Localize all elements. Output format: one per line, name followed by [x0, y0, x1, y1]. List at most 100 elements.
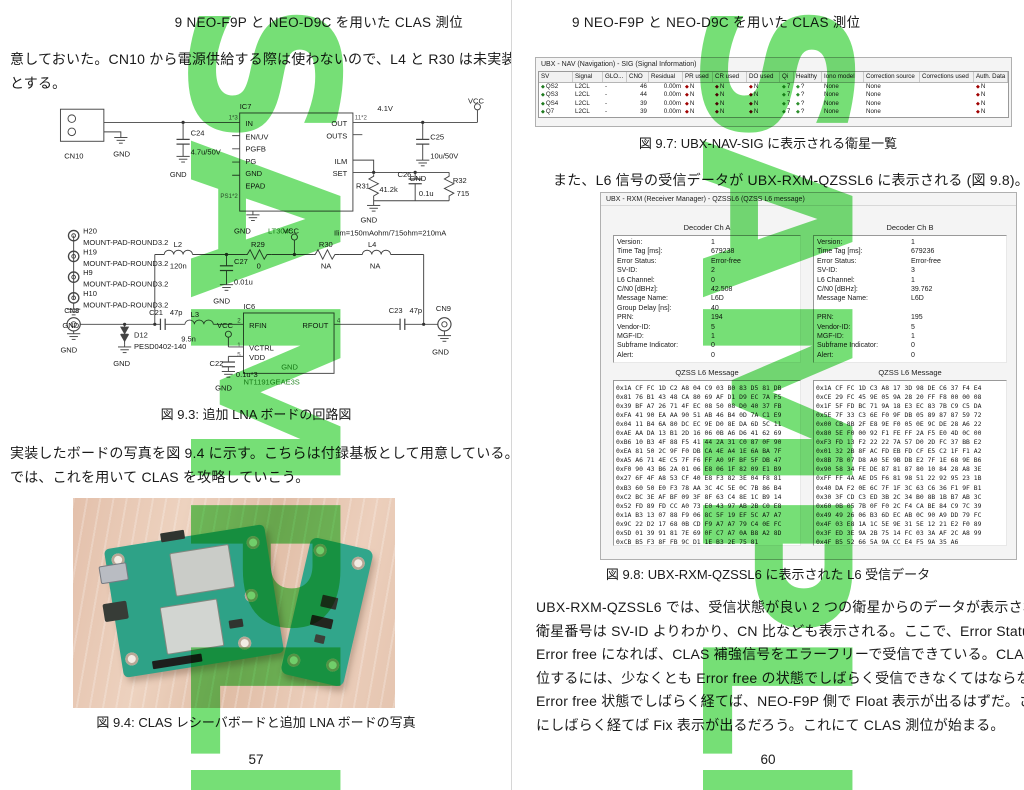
hex-line: 0x81 76 B1 43 48 CA 80 69 AF D1 D9 EC 7A…: [616, 393, 782, 402]
hex-line: 0x3F ED 3E 9A 2B 75 14 FC 03 3A AF 2C A8…: [816, 528, 982, 537]
corrections-used-cell: [920, 108, 974, 116]
column-header: Correction source: [864, 72, 920, 82]
hex-line: 0x1A CF FC 1D C3 A8 17 3D 98 DE C6 37 F4…: [816, 384, 982, 392]
schematic-label: R30: [319, 240, 333, 249]
usb-connector: [98, 562, 129, 585]
hex-line: 0x60 0B 05 7B 0F F0 2C F4 CA BE 84 C9 7C…: [816, 501, 982, 510]
column-header: SV: [539, 72, 573, 82]
column-header: PR used: [683, 72, 713, 82]
schematic-label: MOUNT-PAD-ROUND3.2: [83, 300, 168, 309]
lna-ic: [320, 594, 339, 610]
decoder-field-row: Group Delay [ns]:40: [614, 304, 800, 313]
field-value: 3: [911, 267, 915, 275]
decoder-field-row: Error Status:Error-free: [814, 257, 1006, 266]
schematic-label: GND: [245, 169, 262, 178]
decoder-field-row: Vendor-ID: 5: [614, 323, 800, 332]
decoder-field-row: C/N0 [dBHz]:42.508: [614, 285, 800, 294]
figure-9-4-caption: 図 9.4: CLAS レシーバボードと追加 LNA ボードの写真: [96, 715, 416, 730]
field-label: L6 Channel:: [817, 276, 855, 284]
schematic-label: R31: [356, 181, 370, 190]
schematic-label: CN10: [64, 151, 83, 160]
text-line: 衛星番号は SV-ID よりわかり、CN 比なども表示される。ここで、Error…: [536, 622, 1024, 639]
schematic-label: 4.1V: [377, 104, 393, 113]
signal-cell: L2CL: [575, 83, 590, 90]
hex-line: 0x1A B3 13 07 88 F9 06 8C 5F 19 EF 5C A7…: [616, 510, 782, 519]
schematic-label: 47p: [170, 308, 183, 317]
schematic-label: IC7: [240, 102, 252, 111]
hex-line: 0xAE AA DA 13 B1 2D 16 06 0B A6 D6 41 62…: [616, 429, 782, 438]
field-value: L6D: [911, 295, 924, 303]
status-dot-icon: ◆: [976, 100, 980, 107]
pr-used-cell: ◆N: [685, 83, 695, 90]
hex-line: 0xB3 60 50 E0 F3 78 AA 3C 4C 5E 0C 7B 86…: [616, 483, 782, 492]
glonass-cell: -: [605, 99, 608, 107]
schematic-label: 10u/50V: [430, 151, 458, 160]
text-line: 意しておいた。CN10 から電源供給する際は使わないので、L4 と R30 は未…: [10, 51, 512, 67]
sv-cell: ◆QS4: [541, 99, 559, 107]
sv-dot-icon: ◆: [541, 92, 545, 99]
schematic-label: H20: [83, 227, 97, 236]
field-label: Group Delay [ns]:: [617, 304, 672, 312]
satellite-row: ◆QS3 L2CL - 44 0.00m ◆N ◆N ◆N ◆7 ◆? None…: [539, 91, 1008, 99]
hex-line: 0x27 6F 4F A8 53 CF 40 E8 F3 82 3E 04 F8…: [616, 474, 782, 483]
status-dot-icon: ◆: [796, 109, 800, 116]
status-dot-icon: ◆: [796, 100, 800, 107]
text-line: では、これを用いて CLAS を攻略していこう。: [10, 469, 310, 485]
sv-dot-icon: ◆: [541, 100, 545, 107]
decoder-field-row: Version:1: [614, 238, 800, 247]
correction-source-cell: None: [866, 91, 881, 99]
field-label: Version:: [617, 239, 643, 246]
cr-used-cell: ◆N: [715, 83, 725, 90]
column-header: GLO...: [603, 72, 627, 82]
schematic-label: PESD0402-140: [134, 342, 186, 351]
decoder-field-row: MGF-ID:1: [814, 332, 1006, 341]
schematic-label: GND: [170, 170, 187, 179]
signal-cell: L2CL: [575, 108, 590, 116]
schematic-wires-bottom: [73, 235, 445, 372]
do-used-cell: ◆N: [749, 108, 759, 116]
field-label: Message Name:: [817, 295, 868, 303]
residual-cell: 0.00m: [663, 83, 681, 90]
qi-cell: ◆7: [782, 99, 791, 107]
decoder-field-row: Subframe Indicator:0: [814, 341, 1006, 350]
text-line: にしばらく経てば Fix 表示が出るだろう。これにて CLAS 測位が始まる。: [536, 716, 1005, 733]
ic7-lt3045: [239, 112, 354, 212]
schematic-label: NT1191GEAE3S: [243, 378, 299, 387]
status-dot-icon: ◆: [749, 109, 753, 116]
right-paragraph-1: また、L6 信号の受信データが UBX-RXM-QZSSL6 に表示される (図…: [553, 172, 1024, 188]
pin-number: 1*3: [229, 115, 239, 122]
hex-line: 0x4F B5 52 66 5A 9A CC E4 F5 9A 35 A6: [816, 537, 959, 546]
left-paragraph-2: 実装したボードの写真を図 9.4 に示す。こちらは付録基板として用意している。で…: [10, 441, 512, 489]
mounting-hole: [124, 651, 140, 667]
status-dot-icon: ◆: [715, 100, 719, 107]
schematic-label: RFIN: [249, 321, 267, 330]
residual-cell: 0.00m: [663, 91, 681, 99]
status-dot-icon: ◆: [976, 92, 980, 99]
field-value: 5: [711, 323, 715, 331]
schematic-label: GND: [281, 363, 298, 372]
glonass-cell: -: [605, 83, 608, 90]
residual-cell: 0.00m: [663, 99, 681, 107]
hex-line: 0x00 CB 8B 2F E8 9E F0 05 0E 9C DE 28 A6…: [816, 420, 982, 429]
schematic-label: 120n: [170, 262, 187, 271]
schematic-label: 0.1u*3: [236, 370, 258, 379]
figure-9-8-caption: 図 9.8: UBX-RXM-QZSSL6 に表示された L6 受信データ: [605, 567, 931, 582]
hex-line: 0x90 58 34 FE DE 87 81 87 80 10 84 28 A8…: [816, 465, 982, 474]
cno-cell: 46: [640, 83, 647, 90]
cr-used-cell: ◆N: [715, 99, 725, 107]
field-label: Vendor-ID:: [617, 323, 651, 331]
field-value: 2: [711, 267, 715, 275]
l6-message-hex-a: 0x1A CF FC 1D C2 A8 04 C9 03 B0 83 D5 81…: [613, 380, 801, 546]
lna-board: [280, 536, 374, 688]
cno-cell: 39: [640, 99, 647, 107]
schematic-label: MOUNT-PAD-ROUND3.2: [83, 238, 168, 247]
schematic-label: IC6: [243, 302, 255, 311]
field-value: 195: [911, 314, 923, 322]
field-label: MGF-ID:: [817, 333, 844, 341]
schematic-label: 41.2k: [379, 185, 398, 194]
signal-cell: L2CL: [575, 99, 590, 107]
schematic-label: VCC: [283, 227, 299, 236]
schematic-label: SET: [333, 169, 348, 178]
schematic-label: 0.1u: [419, 189, 434, 198]
